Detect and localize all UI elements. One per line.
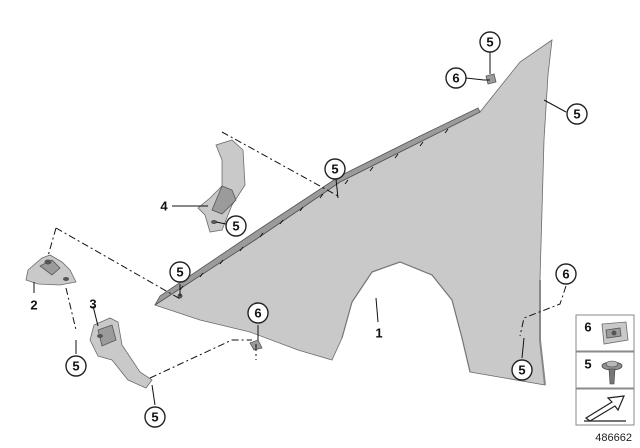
front-fender-bracket xyxy=(25,254,77,286)
callout-part-4: 4 xyxy=(160,199,168,214)
callout-screw-bracket-front: 5 xyxy=(65,355,87,377)
callout-screw-front-edge: 5 xyxy=(169,261,191,283)
svg-text:6: 6 xyxy=(584,320,591,335)
fender-clip-mark-top xyxy=(485,73,497,85)
legend-nut: 6 xyxy=(575,314,635,352)
leader-lines xyxy=(33,52,567,406)
legend-screw: 5 xyxy=(575,351,635,389)
svg-text:5: 5 xyxy=(72,359,79,374)
svg-text:5: 5 xyxy=(584,357,591,372)
svg-text:6: 6 xyxy=(254,306,261,321)
svg-text:5: 5 xyxy=(151,410,158,425)
svg-text:5: 5 xyxy=(486,35,493,50)
front-fender-panel xyxy=(154,39,553,386)
clip-nut-icon xyxy=(601,321,629,345)
assembly-lines xyxy=(47,131,567,379)
svg-text:6: 6 xyxy=(452,71,459,86)
callout-part-1: 1 xyxy=(375,326,382,341)
callout-nut-rear: 6 xyxy=(555,263,577,285)
upper-fender-bracket xyxy=(197,139,246,233)
svg-text:5: 5 xyxy=(518,363,525,378)
callout-nut-front: 6 xyxy=(247,302,269,324)
callout-screw-rear: 5 xyxy=(566,103,588,125)
svg-text:5: 5 xyxy=(573,107,580,122)
svg-text:2: 2 xyxy=(30,298,37,313)
svg-text:5: 5 xyxy=(232,219,239,234)
callout-part-3: 3 xyxy=(89,297,96,312)
direction-arrow-icon xyxy=(584,395,626,422)
callout-screw-rear-lower: 5 xyxy=(511,359,533,381)
callout-nut-top: 6 xyxy=(445,67,467,89)
screw-icon xyxy=(601,360,623,385)
svg-text:1: 1 xyxy=(375,326,382,341)
svg-text:4: 4 xyxy=(160,199,168,214)
callout-screw-upper-edge: 5 xyxy=(324,158,346,180)
svg-text:6: 6 xyxy=(562,267,569,282)
legend-direction xyxy=(575,388,635,426)
svg-text:5: 5 xyxy=(331,162,338,177)
svg-text:5: 5 xyxy=(176,265,183,280)
diagram-reference-number: 486662 xyxy=(595,432,632,444)
callout-screw-bracket-lower: 5 xyxy=(144,406,166,428)
callout-screw-bracket-upper: 5 xyxy=(225,215,247,237)
svg-text:3: 3 xyxy=(89,297,96,312)
lower-fender-bracket xyxy=(89,317,153,389)
callout-part-2: 2 xyxy=(30,298,37,313)
callout-screw-top: 5 xyxy=(479,31,501,53)
